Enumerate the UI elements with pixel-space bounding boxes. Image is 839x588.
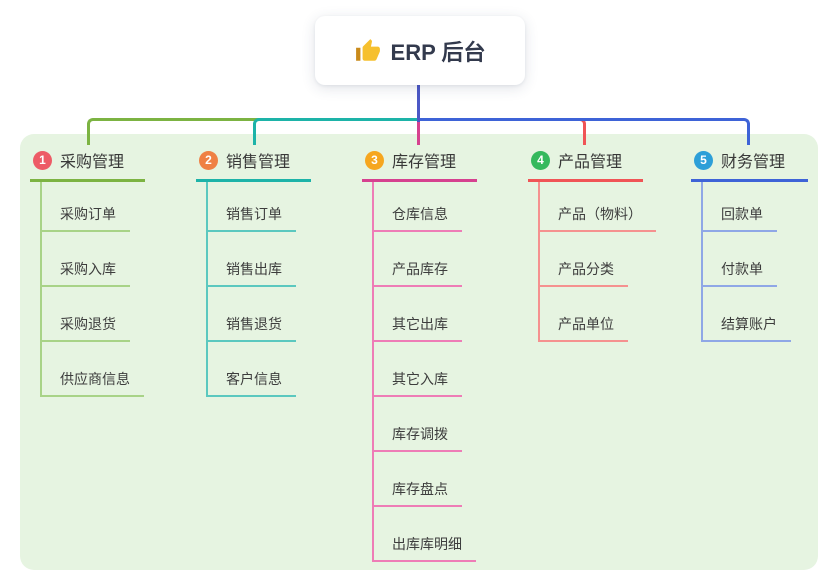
branch-header: 4 产品管理	[528, 148, 643, 182]
branch-item: 付款单	[703, 232, 808, 287]
branch-item: 供应商信息	[42, 342, 145, 397]
branch-item: 客户信息	[208, 342, 311, 397]
branch-items: 产品（物料） 产品分类 产品单位	[538, 182, 656, 342]
branch-items: 仓库信息 产品库存 其它出库 其它入库 库存调拨 库存盘点 出库库明细	[372, 182, 477, 562]
branch-inventory: 3 库存管理 仓库信息 产品库存 其它出库 其它入库 库存调拨 库存盘点 出库库…	[362, 148, 477, 562]
branch-header: 3 库存管理	[362, 148, 477, 182]
branch-item: 结算账户	[703, 287, 808, 342]
branch-item: 仓库信息	[374, 182, 477, 232]
branch-badge: 3	[365, 150, 384, 170]
branch-header: 2 销售管理	[196, 148, 311, 182]
branch-finance: 5 财务管理 回款单 付款单 结算账户	[691, 148, 808, 342]
branch-title: 采购管理	[60, 154, 125, 171]
branch-item: 产品分类	[540, 232, 643, 287]
branch-connector-procurement	[87, 118, 419, 145]
branches-panel	[20, 134, 818, 570]
branch-item: 产品单位	[540, 287, 643, 342]
branch-badge: 5	[694, 150, 713, 170]
root-connector-stem	[417, 84, 420, 122]
branch-item: 销售订单	[208, 182, 311, 232]
branch-connector-inventory	[417, 118, 420, 145]
branch-item: 出库库明细	[374, 507, 477, 562]
branch-item: 采购退货	[42, 287, 145, 342]
branch-connector-finance	[419, 118, 750, 145]
branch-item: 产品（物料）	[540, 182, 656, 232]
branch-sales: 2 销售管理 销售订单 销售出库 销售退货 客户信息	[196, 148, 311, 397]
branch-product: 4 产品管理 产品（物料） 产品分类 产品单位	[528, 148, 656, 342]
branch-items: 销售订单 销售出库 销售退货 客户信息	[206, 182, 311, 397]
branch-badge: 2	[199, 150, 218, 170]
branch-item: 采购入库	[42, 232, 145, 287]
branch-item: 销售出库	[208, 232, 311, 287]
branch-header: 5 财务管理	[691, 148, 808, 182]
branch-procurement: 1 采购管理 采购订单 采购入库 采购退货 供应商信息	[30, 148, 145, 397]
branch-item: 库存盘点	[374, 452, 477, 507]
branch-item: 其它入库	[374, 342, 477, 397]
root-node: ERP 后台	[315, 16, 525, 85]
branch-badge: 1	[33, 150, 52, 170]
branch-item: 销售退货	[208, 287, 311, 342]
branch-item: 回款单	[703, 182, 808, 232]
root-title: ERP 后台	[390, 39, 486, 65]
branch-connector-sales	[253, 118, 419, 145]
branch-item: 其它出库	[374, 287, 477, 342]
branch-title: 销售管理	[226, 154, 291, 171]
branch-item: 库存调拨	[374, 397, 477, 452]
branch-badge: 4	[531, 150, 550, 170]
branch-item: 采购订单	[42, 182, 145, 232]
branch-items: 采购订单 采购入库 采购退货 供应商信息	[40, 182, 145, 397]
branch-title: 财务管理	[721, 154, 786, 171]
thumbs-up-icon	[355, 38, 380, 61]
branch-item: 产品库存	[374, 232, 477, 287]
branch-header: 1 采购管理	[30, 148, 145, 182]
branch-title: 产品管理	[558, 154, 623, 171]
branch-items: 回款单 付款单 结算账户	[701, 182, 808, 342]
branch-title: 库存管理	[392, 154, 457, 171]
